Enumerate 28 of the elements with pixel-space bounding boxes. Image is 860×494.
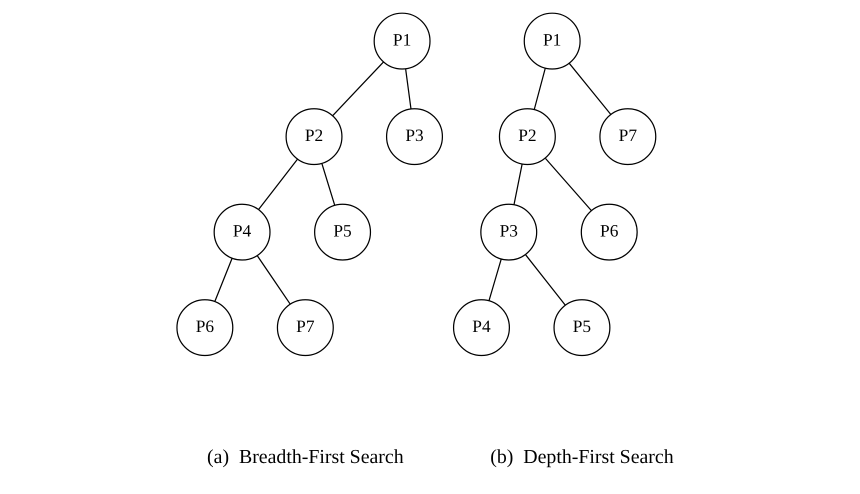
node-circle: P2 [286, 108, 343, 166]
node-circle: P5 [553, 299, 610, 356]
node-circle: P4 [214, 204, 271, 261]
node-circle: P1 [374, 12, 431, 70]
connector [405, 69, 412, 109]
node-circle: P7 [599, 108, 656, 166]
node-circle: P3 [386, 108, 444, 166]
connector [545, 158, 592, 212]
node-circle: P6 [580, 204, 638, 261]
connector [568, 63, 612, 115]
node-circle: P1 [524, 12, 581, 70]
connector [332, 62, 384, 116]
node-circle: P4 [452, 299, 510, 356]
node-circle: P7 [276, 299, 334, 356]
connector [534, 68, 546, 110]
connector [214, 258, 233, 302]
connector [321, 164, 336, 206]
connector [256, 256, 291, 304]
label: (a) Breadth-First Search [207, 446, 404, 468]
node-circle: P5 [314, 204, 372, 261]
connector [258, 159, 298, 210]
node-circle: P6 [176, 299, 234, 356]
node-circle: P3 [480, 204, 538, 261]
node-circle: P2 [498, 108, 556, 166]
connector [488, 259, 502, 301]
connector [525, 254, 566, 306]
label: (b) Depth-First Search [490, 446, 674, 468]
connector [513, 164, 523, 205]
